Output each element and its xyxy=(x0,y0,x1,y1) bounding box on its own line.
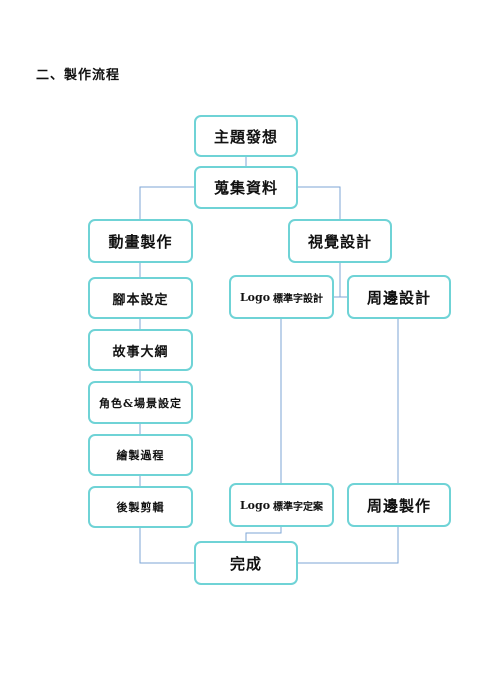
logo-design-label: 標準字設計 xyxy=(273,293,324,305)
node-animation-production: 動畫製作 xyxy=(88,219,193,263)
section-heading: 二、製作流程 xyxy=(36,68,121,83)
node-collect-data: 蒐集資料 xyxy=(194,166,298,209)
node-merch-design: 周邊設計 xyxy=(347,275,451,319)
node-character-scene-setting: 角色&場景設定 xyxy=(88,381,193,424)
node-post-editing: 後製剪輯 xyxy=(88,486,193,528)
node-complete: 完成 xyxy=(194,541,298,585)
node-story-outline: 故事大綱 xyxy=(88,329,193,371)
node-logo-type-final: Logo 標準字定案 xyxy=(229,483,334,527)
logo-final-label: 標準字定案 xyxy=(273,501,324,513)
node-theme-ideation: 主題發想 xyxy=(194,115,298,157)
logo-label: Logo xyxy=(239,498,271,512)
node-script-setting: 腳本設定 xyxy=(88,277,193,319)
node-visual-design: 視覺設計 xyxy=(288,219,392,263)
logo-label: Logo xyxy=(239,290,271,304)
node-logo-type-design: Logo 標準字設計 xyxy=(229,275,334,319)
node-merch-production: 周邊製作 xyxy=(347,483,451,527)
node-drawing-process: 繪製過程 xyxy=(88,434,193,476)
